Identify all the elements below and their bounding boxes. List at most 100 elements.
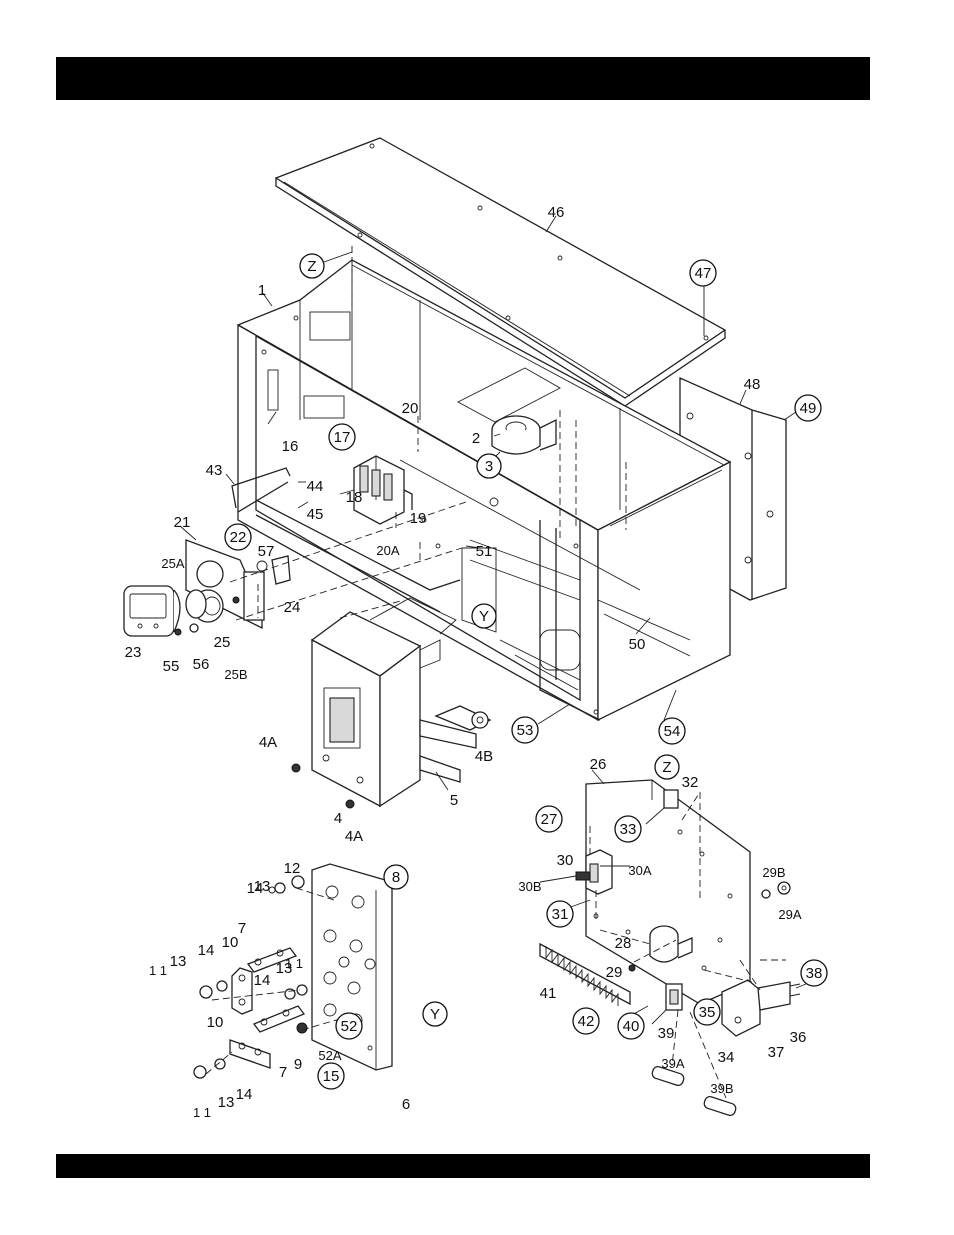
label-Y-circled: Y bbox=[472, 604, 496, 628]
label-47-circled: 47 bbox=[690, 260, 716, 286]
label-14: 14 bbox=[236, 1086, 253, 1103]
label-text: 17 bbox=[334, 429, 351, 446]
label-53-circled: 53 bbox=[512, 717, 538, 743]
label-25A: 25A bbox=[161, 556, 184, 571]
label-13: 13 bbox=[218, 1094, 235, 1111]
label-29A: 29A bbox=[778, 907, 801, 922]
label-text: 22 bbox=[230, 529, 247, 546]
label-54-circled: 54 bbox=[659, 718, 685, 744]
label-38-circled: 38 bbox=[801, 960, 827, 986]
label-text: 50 bbox=[629, 636, 646, 653]
label-40-circled: 40 bbox=[618, 1013, 644, 1039]
label-text: 21 bbox=[174, 514, 191, 531]
label-text: 30 bbox=[557, 852, 574, 869]
label-42-circled: 42 bbox=[573, 1008, 599, 1034]
label-55: 55 bbox=[163, 658, 180, 675]
label-52A: 52A bbox=[318, 1048, 341, 1063]
label-text: 20A bbox=[376, 543, 399, 558]
label-text: 10 bbox=[207, 1014, 224, 1031]
label-34: 34 bbox=[718, 1049, 735, 1066]
label-text: 53 bbox=[517, 722, 534, 739]
label-14: 14 bbox=[198, 942, 215, 959]
label-52-circled: 52 bbox=[336, 1013, 362, 1039]
label-text: 2 bbox=[472, 430, 480, 447]
label-17-circled: 17 bbox=[329, 424, 355, 450]
label-8-circled: 8 bbox=[384, 865, 408, 889]
label-51: 51 bbox=[476, 543, 493, 560]
label-text: 54 bbox=[664, 723, 681, 740]
label-text: 5 bbox=[450, 792, 458, 809]
label-text: 31 bbox=[552, 906, 569, 923]
label-text: 39B bbox=[710, 1081, 733, 1096]
label-29B: 29B bbox=[762, 865, 785, 880]
label-text: Y bbox=[430, 1006, 440, 1023]
label-39A: 39A bbox=[661, 1056, 684, 1071]
label-45: 45 bbox=[307, 506, 324, 523]
label-4: 4 bbox=[334, 810, 342, 827]
label-text: 40 bbox=[623, 1018, 640, 1035]
label-21: 21 bbox=[174, 514, 191, 531]
label-Z-circled: Z bbox=[300, 254, 324, 278]
label-56: 56 bbox=[193, 656, 210, 673]
label-text: 6 bbox=[402, 1096, 410, 1113]
label-text: 8 bbox=[392, 869, 400, 886]
label-text: 14 bbox=[236, 1086, 253, 1103]
label-18: 18 bbox=[346, 489, 363, 506]
label-11: 1 1 bbox=[149, 963, 167, 978]
label-text: 44 bbox=[307, 478, 324, 495]
label-text: 42 bbox=[578, 1013, 595, 1030]
label-44: 44 bbox=[307, 478, 324, 495]
label-29: 29 bbox=[606, 964, 623, 981]
label-14: 14 bbox=[254, 972, 271, 989]
label-1: 1 bbox=[258, 282, 266, 299]
label-text: 1 1 bbox=[193, 1105, 211, 1120]
label-text: Y bbox=[479, 608, 489, 625]
label-text: 24 bbox=[284, 599, 301, 616]
label-39: 39 bbox=[658, 1025, 675, 1042]
label-24: 24 bbox=[284, 599, 301, 616]
label-text: 7 bbox=[238, 920, 246, 937]
label-text: 10 bbox=[222, 934, 239, 951]
label-Z-circled: Z bbox=[655, 755, 679, 779]
label-text: 33 bbox=[620, 821, 637, 838]
label-26: 26 bbox=[590, 756, 607, 773]
label-text: 30B bbox=[518, 879, 541, 894]
label-text: 13 bbox=[276, 960, 293, 977]
label-32: 32 bbox=[682, 774, 699, 791]
label-text: 41 bbox=[540, 985, 557, 1002]
label-text: 25B bbox=[224, 667, 247, 682]
label-25B: 25B bbox=[224, 667, 247, 682]
label-text: 38 bbox=[806, 965, 823, 982]
label-46: 46 bbox=[548, 204, 565, 221]
label-48: 48 bbox=[744, 376, 761, 393]
label-text: 39 bbox=[658, 1025, 675, 1042]
label-text: 23 bbox=[125, 644, 142, 661]
label-text: 29B bbox=[762, 865, 785, 880]
label-text: 3 bbox=[485, 458, 493, 475]
label-22-circled: 22 bbox=[225, 524, 251, 550]
label-23: 23 bbox=[125, 644, 142, 661]
label-43: 43 bbox=[206, 462, 223, 479]
label-36: 36 bbox=[790, 1029, 807, 1046]
label-28: 28 bbox=[615, 935, 632, 952]
label-39B: 39B bbox=[710, 1081, 733, 1096]
bus-links bbox=[194, 876, 307, 1078]
label-4A: 4A bbox=[259, 734, 277, 751]
label-text: 29A bbox=[778, 907, 801, 922]
label-text: 49 bbox=[800, 400, 817, 417]
label-text: 45 bbox=[307, 506, 324, 523]
label-27-circled: 27 bbox=[536, 806, 562, 832]
label-6: 6 bbox=[402, 1096, 410, 1113]
label-text: 13 bbox=[218, 1094, 235, 1111]
label-text: 43 bbox=[206, 462, 223, 479]
label-text: 4A bbox=[345, 828, 363, 845]
label-text: 14 bbox=[254, 972, 271, 989]
label-10: 10 bbox=[207, 1014, 224, 1031]
label-30: 30 bbox=[557, 852, 574, 869]
label-2: 2 bbox=[472, 430, 480, 447]
label-50: 50 bbox=[629, 636, 646, 653]
label-text: 30A bbox=[628, 863, 651, 878]
label-text: 16 bbox=[282, 438, 299, 455]
label-text: 28 bbox=[615, 935, 632, 952]
